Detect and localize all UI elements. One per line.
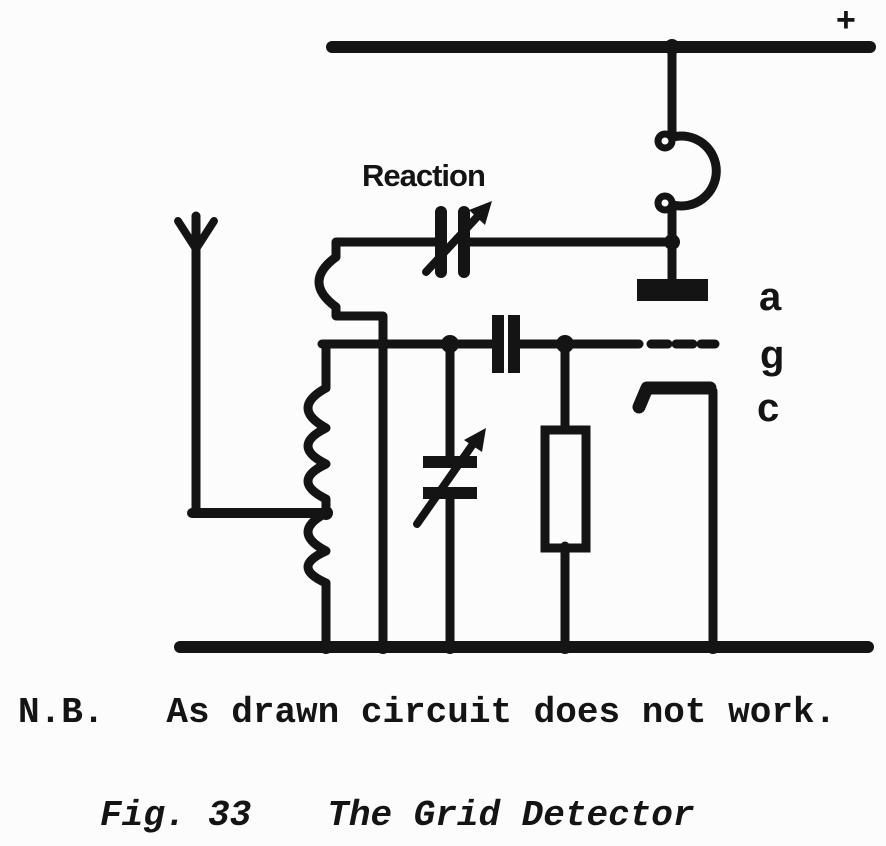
figure-title: The Grid Detector <box>327 795 695 836</box>
arrowhead-icon <box>464 428 486 452</box>
reaction-label: Reaction <box>362 158 485 193</box>
figure-number: Fig. 33 <box>100 795 252 836</box>
grid-leak-resistor <box>540 340 591 651</box>
variable-arrow-icon <box>413 440 477 528</box>
junction-dot <box>319 640 333 654</box>
phones-coil <box>654 130 721 285</box>
anode-label: a <box>759 275 782 319</box>
triode-valve <box>632 237 720 651</box>
nb-note-prefix: N.B. <box>18 692 105 733</box>
variable-arrow-icon <box>422 212 482 276</box>
coil-arc-icon <box>668 131 721 211</box>
figure-caption: Fig. 33 The Grid Detector <box>100 795 695 836</box>
ht-plus-label: + <box>836 1 856 39</box>
cathode-label: c <box>757 386 779 430</box>
tuning-coil <box>303 340 331 651</box>
junction-dot <box>558 640 572 654</box>
grid-label: g <box>760 333 784 377</box>
cathode-bar <box>632 381 717 414</box>
aerial-arrow-icon <box>192 217 218 253</box>
capacitor-plate <box>492 315 504 373</box>
nb-note-text: As drawn circuit does not work. <box>166 692 837 733</box>
ht-supply-rail <box>326 39 876 55</box>
junction-dot <box>376 640 390 654</box>
junction-dot <box>706 640 720 654</box>
reaction-variable-capacitor <box>331 201 675 278</box>
grid-capacitor <box>492 315 644 373</box>
anode-plate <box>637 279 708 301</box>
arrowhead-icon <box>469 201 492 225</box>
tuning-variable-capacitor <box>413 340 486 651</box>
circuit-diagram: + Reaction <box>174 1 876 654</box>
reaction-coupling-turn <box>314 238 388 651</box>
aerial-arrow-icon <box>174 217 200 253</box>
nb-note: N.B. As drawn circuit does not work. <box>18 692 836 733</box>
capacitor-plate <box>423 456 477 468</box>
junction-dot <box>443 640 457 654</box>
resistor-body <box>540 425 591 553</box>
capacitor-plate <box>508 315 520 373</box>
earth-rail <box>174 640 874 654</box>
